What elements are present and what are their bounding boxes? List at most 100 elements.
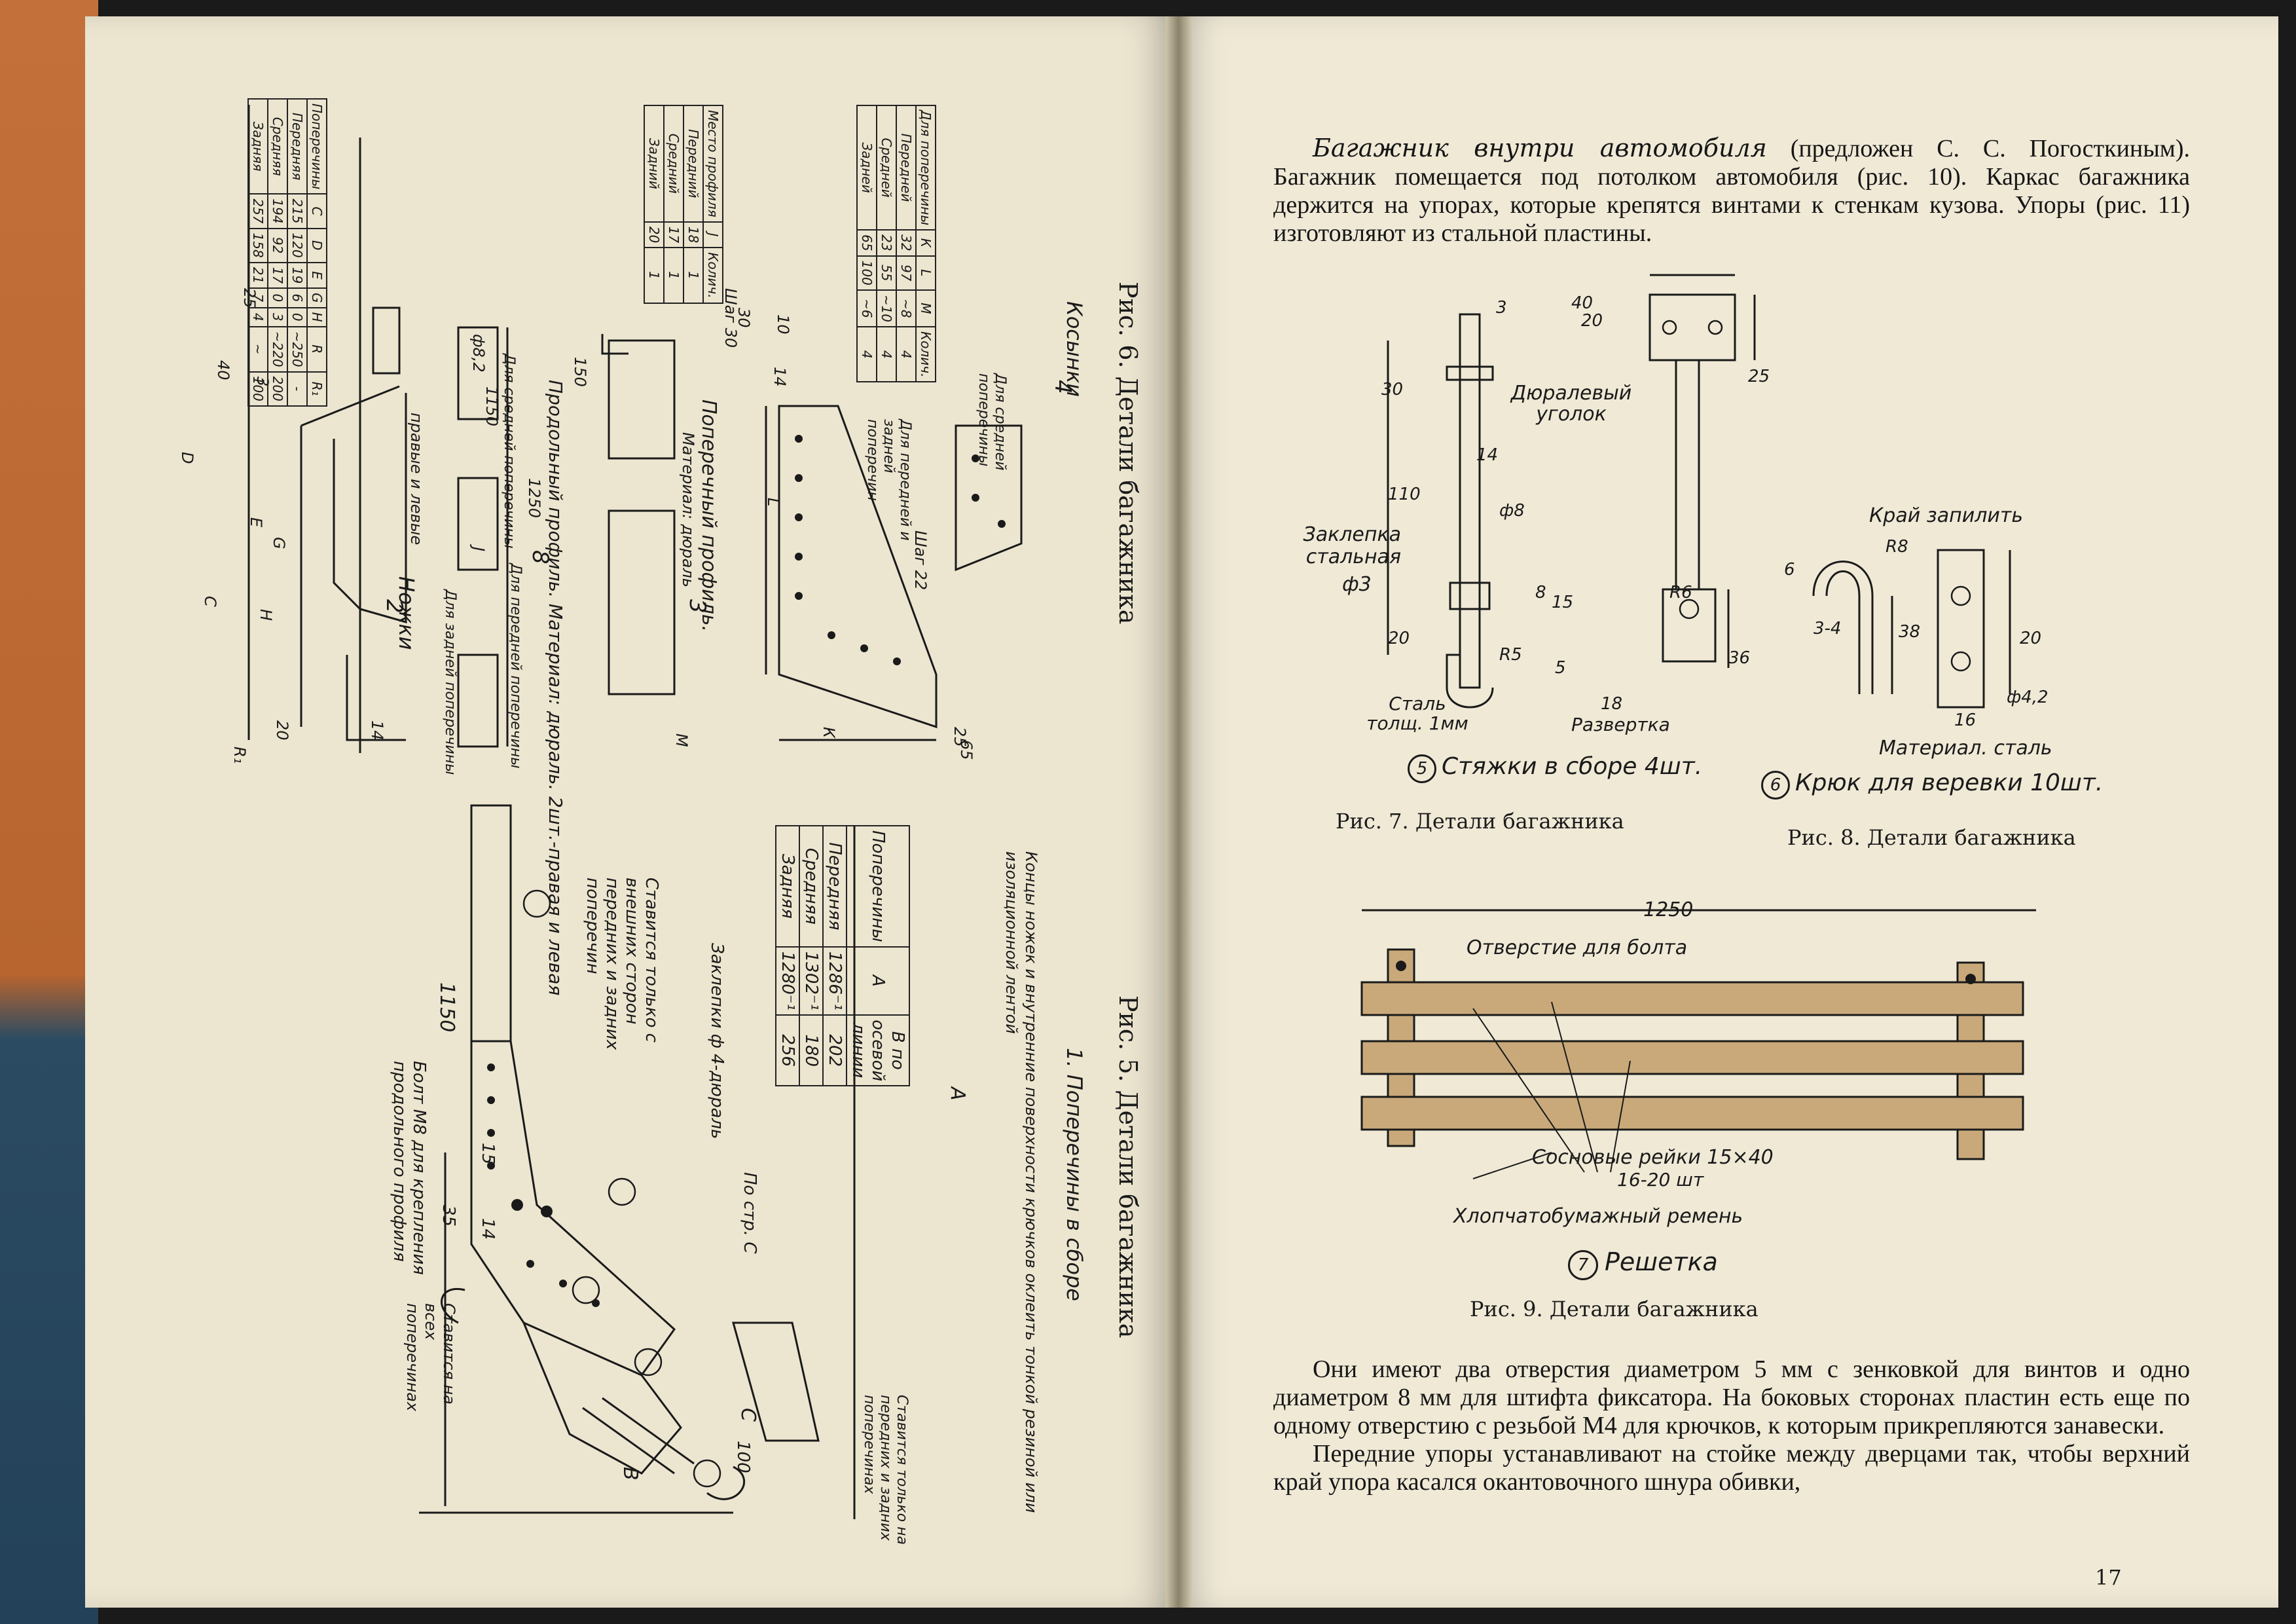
legs-th: R [307,326,327,372]
page-gutter [1165,16,1192,1608]
fig6-dim-label: 3 [253,377,272,387]
fig6-dim-label: 30 [735,308,753,328]
cross-th: Место профиля [703,105,723,222]
fig5-subtitle: 1. Поперечины в сборе [1062,1048,1087,1301]
fig6-dim-label: J [469,547,488,552]
fig5-dim-35: 35 [439,1205,458,1227]
paragraph-intro-rest: (предложен С. С. Погосткиным). Багажник … [1273,135,2190,247]
fig9-label-slats-qty: 16-20 шт [1617,1169,1704,1190]
fig6-kosynki-drawing [765,386,1041,753]
fig7-label-rivet-d: ф3 [1342,573,1372,596]
legs-td: Задняя [248,99,268,194]
fig6-num-2: 2 [381,599,407,614]
fig6-dim-label: R₁ [230,747,249,764]
cross-th: J [703,221,723,248]
legs-td: 4 [248,307,268,327]
fig7-tie-rods-drawing [1362,274,1768,747]
paragraph-holes-text: Они имеют два отверстия диаметром 5 мм с… [1273,1356,2190,1439]
fig7-num: 5 [1408,754,1436,783]
fig6-kos-note2: Для средней поперечины [975,373,1008,471]
kos-th: L [916,255,936,290]
legs-td: 215 [287,194,307,229]
kos-td: ~8 [896,289,916,327]
book-spine [0,0,98,1624]
fig6-dim-label: 14 [771,367,789,387]
legs-th: Е [307,262,327,289]
legs-td: 158 [248,228,268,263]
fig8-dim-label: 6 [1784,560,1795,580]
fig7-dim-label: 40 [1571,293,1594,313]
cross-td: Передний [683,105,703,222]
fig8-dim-label: 20 [2020,629,2042,648]
fig5-label-c: С [737,1408,759,1422]
fig6-dim-label: 1150 [483,386,501,427]
fig9-title-text: Решетка [1605,1247,1718,1276]
fig5-note-rivets: Заклепки ф 4-дюраль [707,943,727,1139]
fig9-num: 7 [1568,1250,1598,1280]
cross-td: 1 [644,248,664,303]
fig7-dim-label: 18 [1601,694,1623,714]
legs-th: G [307,288,327,308]
fig8-label-edge: Край запилить [1869,504,2024,527]
left-page [85,16,1172,1608]
kos-td: Задней [857,105,877,231]
fig5-note-page: По стр. С [740,1172,759,1254]
fig7-dim-label: 30 [1381,380,1404,399]
fig6-dim-label: D [178,452,196,464]
fig7-label-duralumin: Дюралевый уголок [1510,382,1632,426]
fig7-caption: Рис. 7. Детали багажника [1336,809,1624,834]
fig6-dim-label: 20 [273,720,291,741]
kos-td: 55 [877,255,896,290]
fig5-note-front-rear: Ставится только на передних и задних поп… [861,1395,910,1545]
fig7-dim-label: 8 [1535,583,1546,602]
fig6-dim-label: 40 [214,360,232,380]
fig6-long-profile: Продольный профиль. Материал: дюраль. 2ш… [545,380,566,996]
fig6-num-4: 4 [1049,380,1076,394]
legs-td: 0 [268,288,287,308]
fig6-dim-label: Н [257,609,275,621]
fig6-cross-profile-drawing [589,327,694,733]
fig5-dim-15: 15 [478,1143,498,1165]
kos-th: Для поперечины [916,105,936,231]
fig6-dim-label: L [764,498,782,507]
fig8-dim-label: 16 [1954,710,1977,730]
cross-td: Средний [664,105,683,222]
legs-th: Поперечины [307,99,327,194]
fig6-dim-label: С [201,596,219,607]
fig8-label-material: Материал. сталь [1879,737,2052,760]
cross-td: 17 [664,221,683,248]
legs-td: 3 [268,307,287,327]
cross-td: 1 [683,248,703,303]
fig6-legs-drawing [210,85,419,773]
kos-td: Передней [896,105,916,231]
fig6-dim-label: G [270,537,288,549]
fig6-dim-label: ф8,2 [469,334,488,373]
fig9-dim: 1250 [1643,898,1694,921]
fig6-long-note-mid: Для средней поперечины [501,354,517,549]
kos-td: ~10 [877,289,896,327]
fig9-label-hole: Отверстие для болта [1467,936,1688,959]
legs-th: R₁ [307,371,327,406]
legs-td: ~220 [268,326,287,372]
fig5-note-outer: Ставится только с внешних сторон передни… [583,877,661,1050]
right-page [1178,16,2278,1608]
fig9-label-belt: Хлопчатобумажный ремень [1453,1205,1743,1228]
paragraph-intro: Багажник внутри автомобиля (предложен С.… [1273,134,2190,248]
fig5-caption: Рис. 5. Детали багажника [1114,995,1142,1338]
fig8-dim-label: 38 [1899,622,1921,642]
fig9-caption: Рис. 9. Детали багажника [1470,1297,1758,1321]
paragraph-holes: Они имеют два отверстия диаметром 5 мм с… [1273,1356,2190,1496]
legs-td: 19 [287,262,307,289]
fig5-dim-14: 14 [478,1218,498,1240]
fig6-dim-label: Шаг 22 [911,530,930,591]
fig8-title-text: Крюк для веревки 10шт. [1795,769,2104,796]
fig7-dim-label: 5 [1555,658,1566,678]
kos-td: 23 [877,230,896,256]
cross-td: Задний [644,105,664,222]
kos-td: 32 [896,230,916,256]
fig6-dim-label: 14 [368,720,386,741]
fig6-dim-label: М [672,733,691,747]
